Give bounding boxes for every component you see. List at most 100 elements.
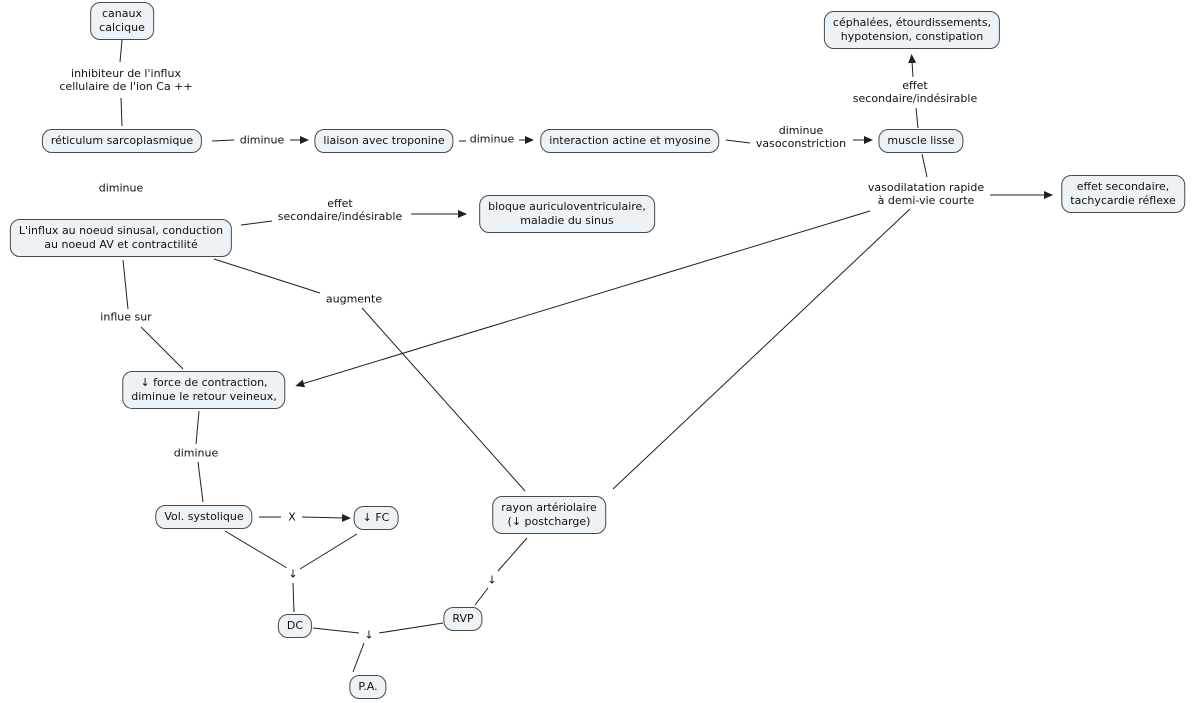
node-text-line: L'influx au noeud sinusal, conduction <box>18 224 224 237</box>
node-bloque-auriculoventriculaire[interactable]: bloque auriculoventriculaire,maladie du … <box>479 195 655 233</box>
link-label-influe-sur[interactable]: influe sur <box>98 310 154 324</box>
node-text-line: ↓ force de contraction, <box>140 376 268 389</box>
link-label-diminue-liaison-interaction[interactable]: diminue <box>467 132 517 146</box>
node-text-line: maladie du sinus <box>520 214 614 227</box>
node-effet-secondaire-tachycardie-reflexe[interactable]: effet secondaire,tachycardie réflexe <box>1061 175 1185 213</box>
link-label-text-line: vasodilatation rapide <box>867 181 985 194</box>
link-label-fleche-bas-pa[interactable]: ↓ <box>362 628 376 642</box>
edge-line <box>612 208 911 490</box>
link-label-text-line: secondaire/indésirable <box>852 92 978 105</box>
edge-line <box>240 220 273 226</box>
node-text-line: céphalées, étourdissements, <box>832 16 992 29</box>
node-reticulum-sarcoplasmique[interactable]: réticulum sarcoplasmique <box>41 129 203 153</box>
node-vol-systolique[interactable]: Vol. systolique <box>155 505 253 529</box>
node-text-line: effet secondaire, <box>1076 180 1170 193</box>
link-label-fleche-bas-dc[interactable]: ↓ <box>286 567 300 581</box>
edge-line <box>213 258 321 294</box>
node-rvp[interactable]: RVP <box>443 607 483 631</box>
edge-line <box>921 153 928 178</box>
edge-line <box>292 582 295 613</box>
link-label-diminue-force-vol[interactable]: diminue <box>171 446 221 460</box>
node-text-line: ↓ FC <box>362 511 390 524</box>
link-label-text-line: diminue <box>778 124 824 137</box>
link-label-text-line: effet <box>902 79 928 92</box>
edge-line <box>211 139 235 142</box>
node-text-line: calcique <box>99 21 145 34</box>
node-fc[interactable]: ↓ FC <box>353 506 399 530</box>
link-label-fleche-bas-rvp[interactable]: ↓ <box>485 573 499 587</box>
node-text-line: hypotension, constipation <box>840 30 984 43</box>
link-label-text-line: ↓ <box>288 567 298 581</box>
link-label-text-line: diminue <box>239 133 285 147</box>
edge-line <box>120 97 123 127</box>
edge-line <box>119 39 123 63</box>
edge-line <box>140 326 184 370</box>
edge-line <box>497 537 528 572</box>
edge-line <box>474 587 489 606</box>
link-label-text-line: diminue <box>469 132 515 146</box>
link-label-diminue-vertical-gauche[interactable]: diminue <box>96 181 146 195</box>
link-label-text-line: effet <box>327 197 353 210</box>
edge-line <box>299 533 358 570</box>
edge-line <box>915 107 919 129</box>
node-text-line: Vol. systolique <box>164 510 244 523</box>
node-text-line: rayon artériolaire <box>501 501 597 514</box>
link-label-text-line: diminue <box>98 181 144 195</box>
link-label-text-line: vasoconstriction <box>755 137 847 150</box>
edge-line <box>312 627 360 634</box>
node-rayon-arteriolaire[interactable]: rayon artériolaire(↓ postcharge) <box>492 496 606 534</box>
edge-line <box>224 530 288 569</box>
link-label-text-line: augmente <box>325 292 383 306</box>
edge-line <box>301 513 351 522</box>
node-dc[interactable]: DC <box>277 614 313 638</box>
link-label-text-line: ↓ <box>487 573 497 587</box>
link-label-text-line: diminue <box>173 446 219 460</box>
node-force-de-contraction[interactable]: ↓ force de contraction,diminue le retour… <box>122 371 286 409</box>
node-text-line: (↓ postcharge) <box>507 515 591 528</box>
link-label-text-line: ↓ <box>364 628 374 642</box>
edge-line <box>197 461 204 503</box>
node-text-line: réticulum sarcoplasmique <box>50 134 194 147</box>
link-label-augmente[interactable]: augmente <box>323 292 385 306</box>
link-label-diminue-reticulum-liaison[interactable]: diminue <box>237 133 287 147</box>
link-label-text-line: à demi-vie courte <box>877 194 975 207</box>
node-text-line: liaison avec troponine <box>323 134 445 147</box>
link-label-text-line: inhibiteur de l'influx <box>71 67 181 80</box>
link-label-text-line: secondaire/indésirable <box>277 210 403 223</box>
node-text-line: diminue le retour veineux, <box>131 390 277 403</box>
edge-line <box>908 54 917 78</box>
node-pa[interactable]: P.A. <box>349 675 387 699</box>
node-text-line: tachycardie réflexe <box>1070 194 1176 207</box>
node-text-line: interaction actine et myosine <box>549 134 711 147</box>
edge-line <box>122 259 129 310</box>
node-text-line: bloque auriculoventriculaire, <box>488 200 646 213</box>
edge-line <box>352 642 365 673</box>
node-text-line: DC <box>286 619 304 632</box>
link-label-text-line: influe sur <box>100 310 152 324</box>
node-text-line: P.A. <box>358 680 378 693</box>
edge-line <box>725 139 751 144</box>
edge-line <box>295 210 871 388</box>
node-interaction-actine-et-myosine[interactable]: interaction actine et myosine <box>540 129 720 153</box>
edge-line <box>378 622 444 634</box>
link-label-x-multiplie[interactable]: X <box>286 510 298 524</box>
node-liaison-avec-troponine[interactable]: liaison avec troponine <box>314 129 454 153</box>
node-text-line: canaux <box>102 7 142 20</box>
link-label-text-line: X <box>288 510 296 524</box>
edge-line <box>361 307 526 492</box>
node-text-line: au noeud AV et contractilité <box>44 238 198 251</box>
node-muscle-lisse[interactable]: muscle lisse <box>878 129 964 153</box>
node-cephalees-etourdissements[interactable]: céphalées, étourdissements,hypotension, … <box>823 11 1001 49</box>
edge-line <box>195 410 200 445</box>
link-label-text-line: cellulaire de l'ion Ca ++ <box>59 80 193 93</box>
node-text-line: muscle lisse <box>887 134 955 147</box>
